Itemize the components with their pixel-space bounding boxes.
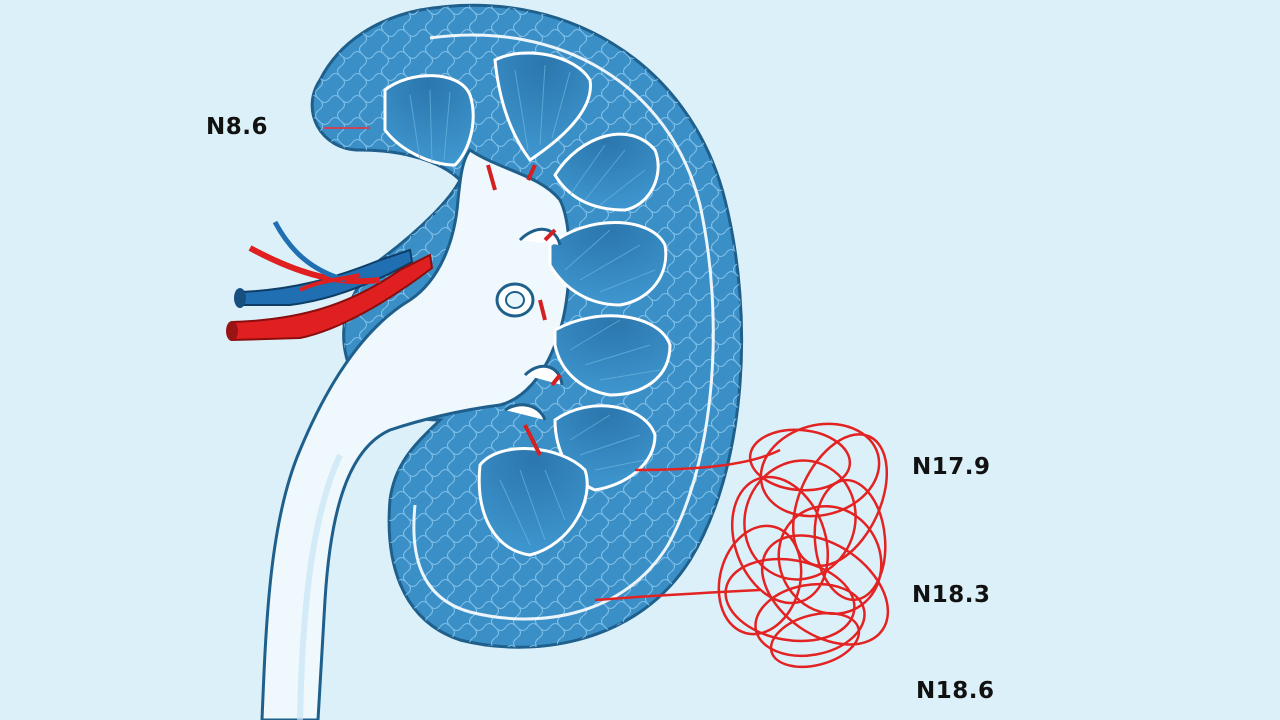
code-label-right-middle: N18.3 [912,582,991,608]
renal-pyramids [324,51,672,557]
code-label-top-left: N8.6 [206,114,268,140]
code-label-bottom-right: N18.6 [916,678,995,704]
renal-vessels [226,220,434,342]
code-label-right-upper: N17.9 [912,454,991,480]
vessel-tangle [594,422,890,669]
